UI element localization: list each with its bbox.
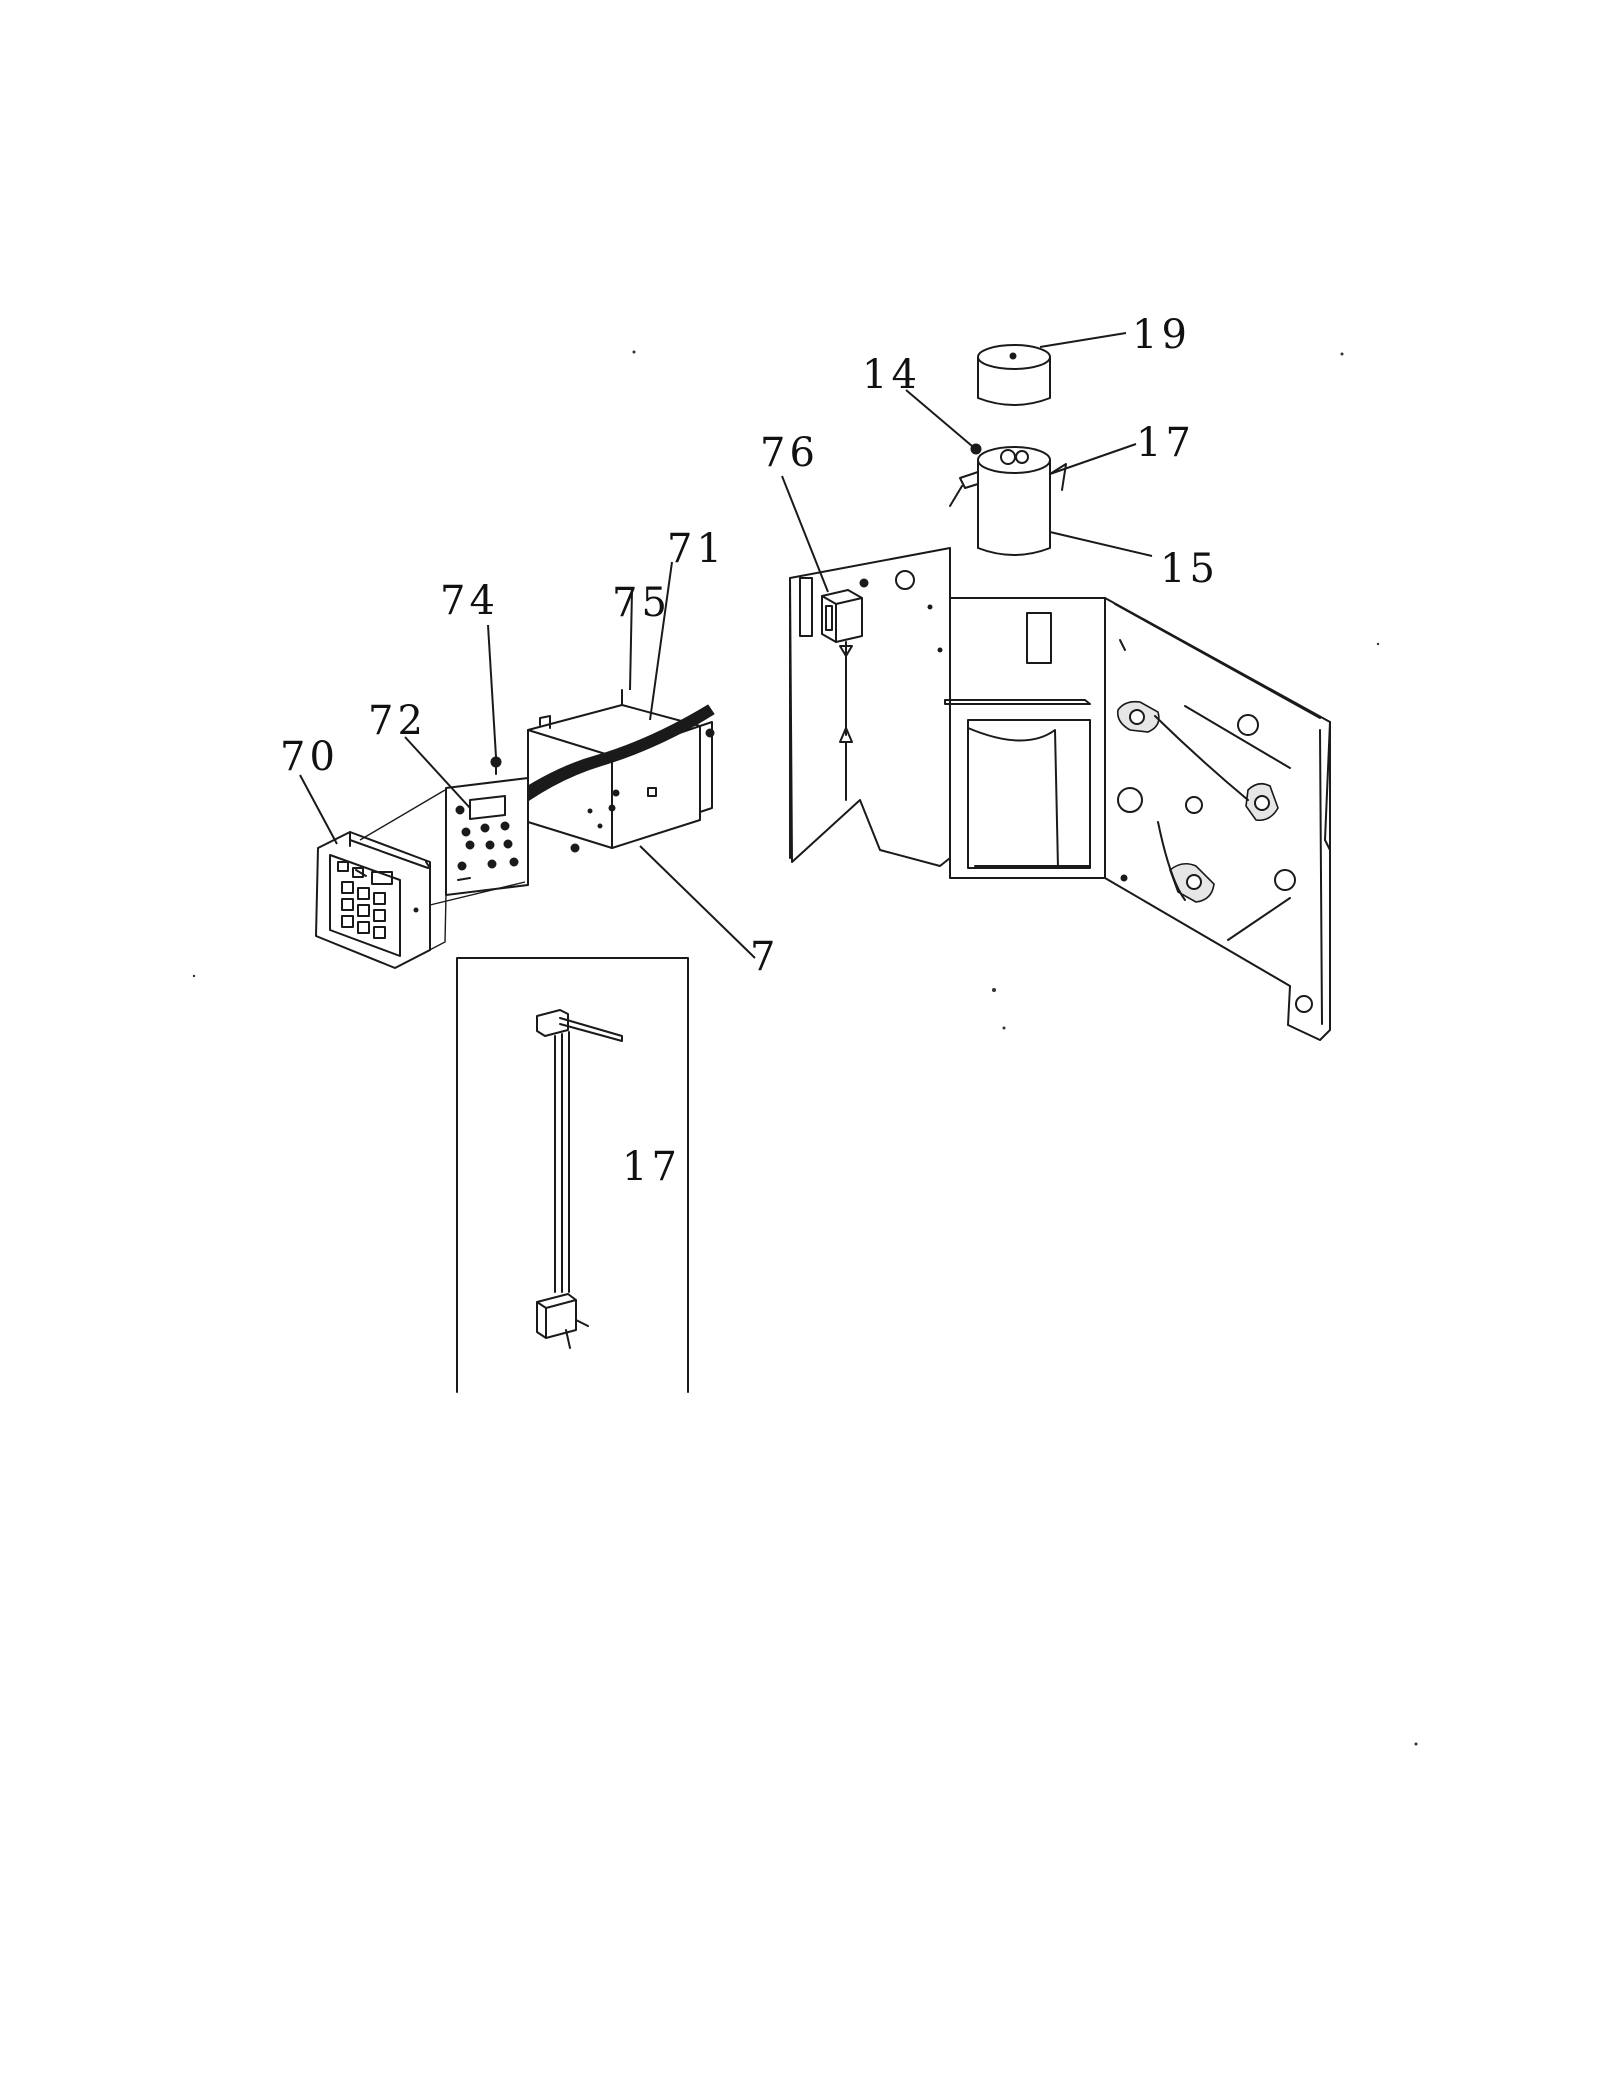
callout-14: 14 [862, 352, 921, 398]
transformer [821, 578, 869, 801]
leader-lines [299, 332, 1153, 959]
callout-75: 75 [612, 580, 671, 626]
callout-17: 17 [1136, 420, 1195, 466]
capacitor [970, 443, 1051, 556]
control-box-chassis [789, 547, 1331, 1041]
callouts: 19 14 17 76 15 71 75 74 72 70 7 17 [280, 312, 1219, 1190]
screw [490, 756, 580, 853]
control-panel-face [315, 831, 431, 969]
callout-76: 76 [760, 430, 819, 476]
callout-19: 19 [1132, 312, 1191, 358]
capacitor-bracket [949, 463, 1067, 507]
capacitor-cover [977, 344, 1051, 406]
callout-74: 74 [440, 578, 499, 624]
control-board [445, 777, 529, 896]
control-box [527, 689, 715, 849]
callout-17-inset: 17 [622, 1144, 681, 1190]
callout-15: 15 [1160, 546, 1219, 592]
callout-70: 70 [280, 734, 339, 780]
scan-specks [192, 350, 1418, 1746]
power-cord [536, 1009, 623, 1349]
callout-72: 72 [368, 698, 427, 744]
assembly-guide-lines [359, 789, 529, 969]
callout-71: 71 [667, 526, 726, 572]
inset-frame [456, 957, 689, 1393]
callout-7: 7 [750, 934, 779, 980]
